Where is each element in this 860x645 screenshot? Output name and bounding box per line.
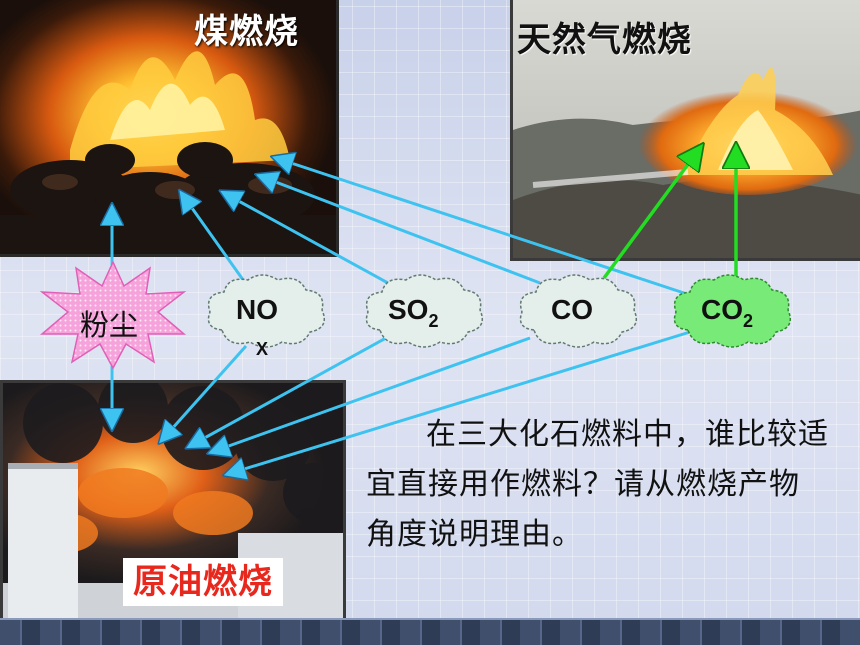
dust-label: 粉尘 <box>80 308 139 342</box>
co2-label: CO2 <box>701 294 753 332</box>
so2-label-subscript: 2 <box>428 311 439 331</box>
question-text: 在三大化石燃料中，谁比较适宜直接用作燃料？请从燃烧产物角度说明理由。 <box>366 417 829 552</box>
natural-gas-burning-caption: 天然气燃烧 <box>517 20 692 60</box>
crude-oil-burning-caption: 原油燃烧 <box>123 558 283 606</box>
co-label: CO <box>551 294 593 325</box>
so2-label-main: SO <box>388 294 429 325</box>
co2-label-main: CO <box>701 294 743 325</box>
so2-label: SO2 <box>388 294 438 332</box>
nox-label-main: NO <box>236 294 278 325</box>
bottom-decorative-strip <box>0 618 860 645</box>
nox-label: NO <box>236 294 278 326</box>
coal-burning-caption: 煤燃烧 <box>194 12 299 52</box>
nox-label-subscript: x <box>256 339 269 359</box>
co2-label-subscript: 2 <box>743 311 754 331</box>
